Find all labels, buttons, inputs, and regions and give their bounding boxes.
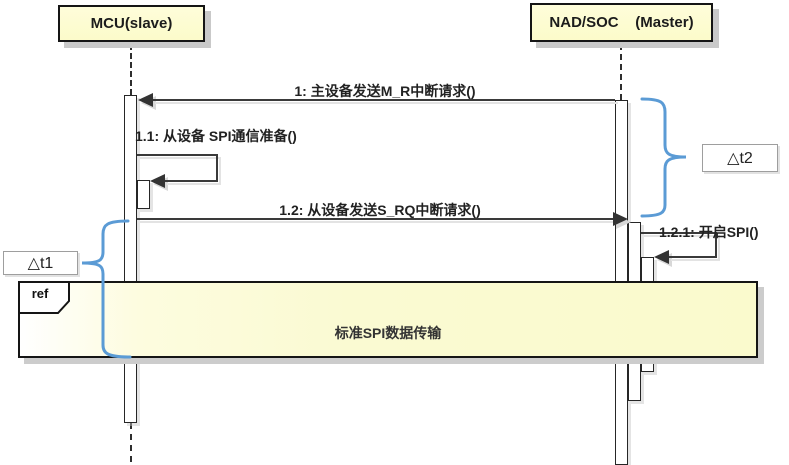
message-label-1: 1: 主设备发送M_R中断请求() (294, 83, 476, 99)
message-label-1-2-1: 1.2.1: 开启SPI() (659, 224, 759, 240)
message-line-1-2 (137, 218, 614, 220)
lifeline-mcu-bottom (130, 423, 132, 462)
annotation-t2-label: △t2 (727, 150, 753, 167)
arrowhead-icon-msg1-2-1 (654, 250, 669, 264)
participant-label-nad: NAD/SOC (Master) (549, 14, 694, 31)
message-label-1-1: 1.1: 从设备 SPI通信准备() (135, 128, 297, 144)
message-line-1-1-back (164, 180, 218, 182)
annotation-t2: △t2 (702, 144, 778, 172)
ref-fragment: ref 标准SPI数据传输 (18, 281, 758, 358)
fragment-title: 标准SPI数据传输 (334, 325, 442, 341)
lifeline-nad-top (620, 44, 622, 100)
participant-header-mcu: MCU(slave) (58, 5, 205, 42)
message-label-1-2: 1.2: 从设备发送S_RQ中断请求() (279, 202, 481, 218)
message-line-1 (152, 99, 615, 101)
ref-operator-badge: ref (18, 281, 72, 315)
participant-header-nad: NAD/SOC (Master) (530, 3, 713, 42)
message-line-1-1-out (137, 154, 218, 156)
arrowhead-icon-msg1-2 (613, 212, 628, 226)
message-line-1-2-1-down (715, 232, 717, 258)
arrowhead-icon-msg1 (138, 93, 153, 107)
participant-label-mcu: MCU(slave) (90, 15, 173, 32)
arrowhead-icon-msg1-1 (150, 174, 165, 188)
annotation-t1-label: △t1 (27, 255, 54, 272)
activation-mcu-nested (137, 180, 150, 209)
message-line-1-1-down (216, 154, 218, 182)
annotation-t1: △t1 (3, 251, 78, 275)
message-line-1-2-1-out (641, 232, 717, 234)
lifeline-mcu-top (130, 44, 132, 95)
ref-operator-label: ref (31, 286, 49, 301)
message-line-1-2-1-back (668, 256, 717, 258)
brace-t2 (640, 97, 687, 218)
